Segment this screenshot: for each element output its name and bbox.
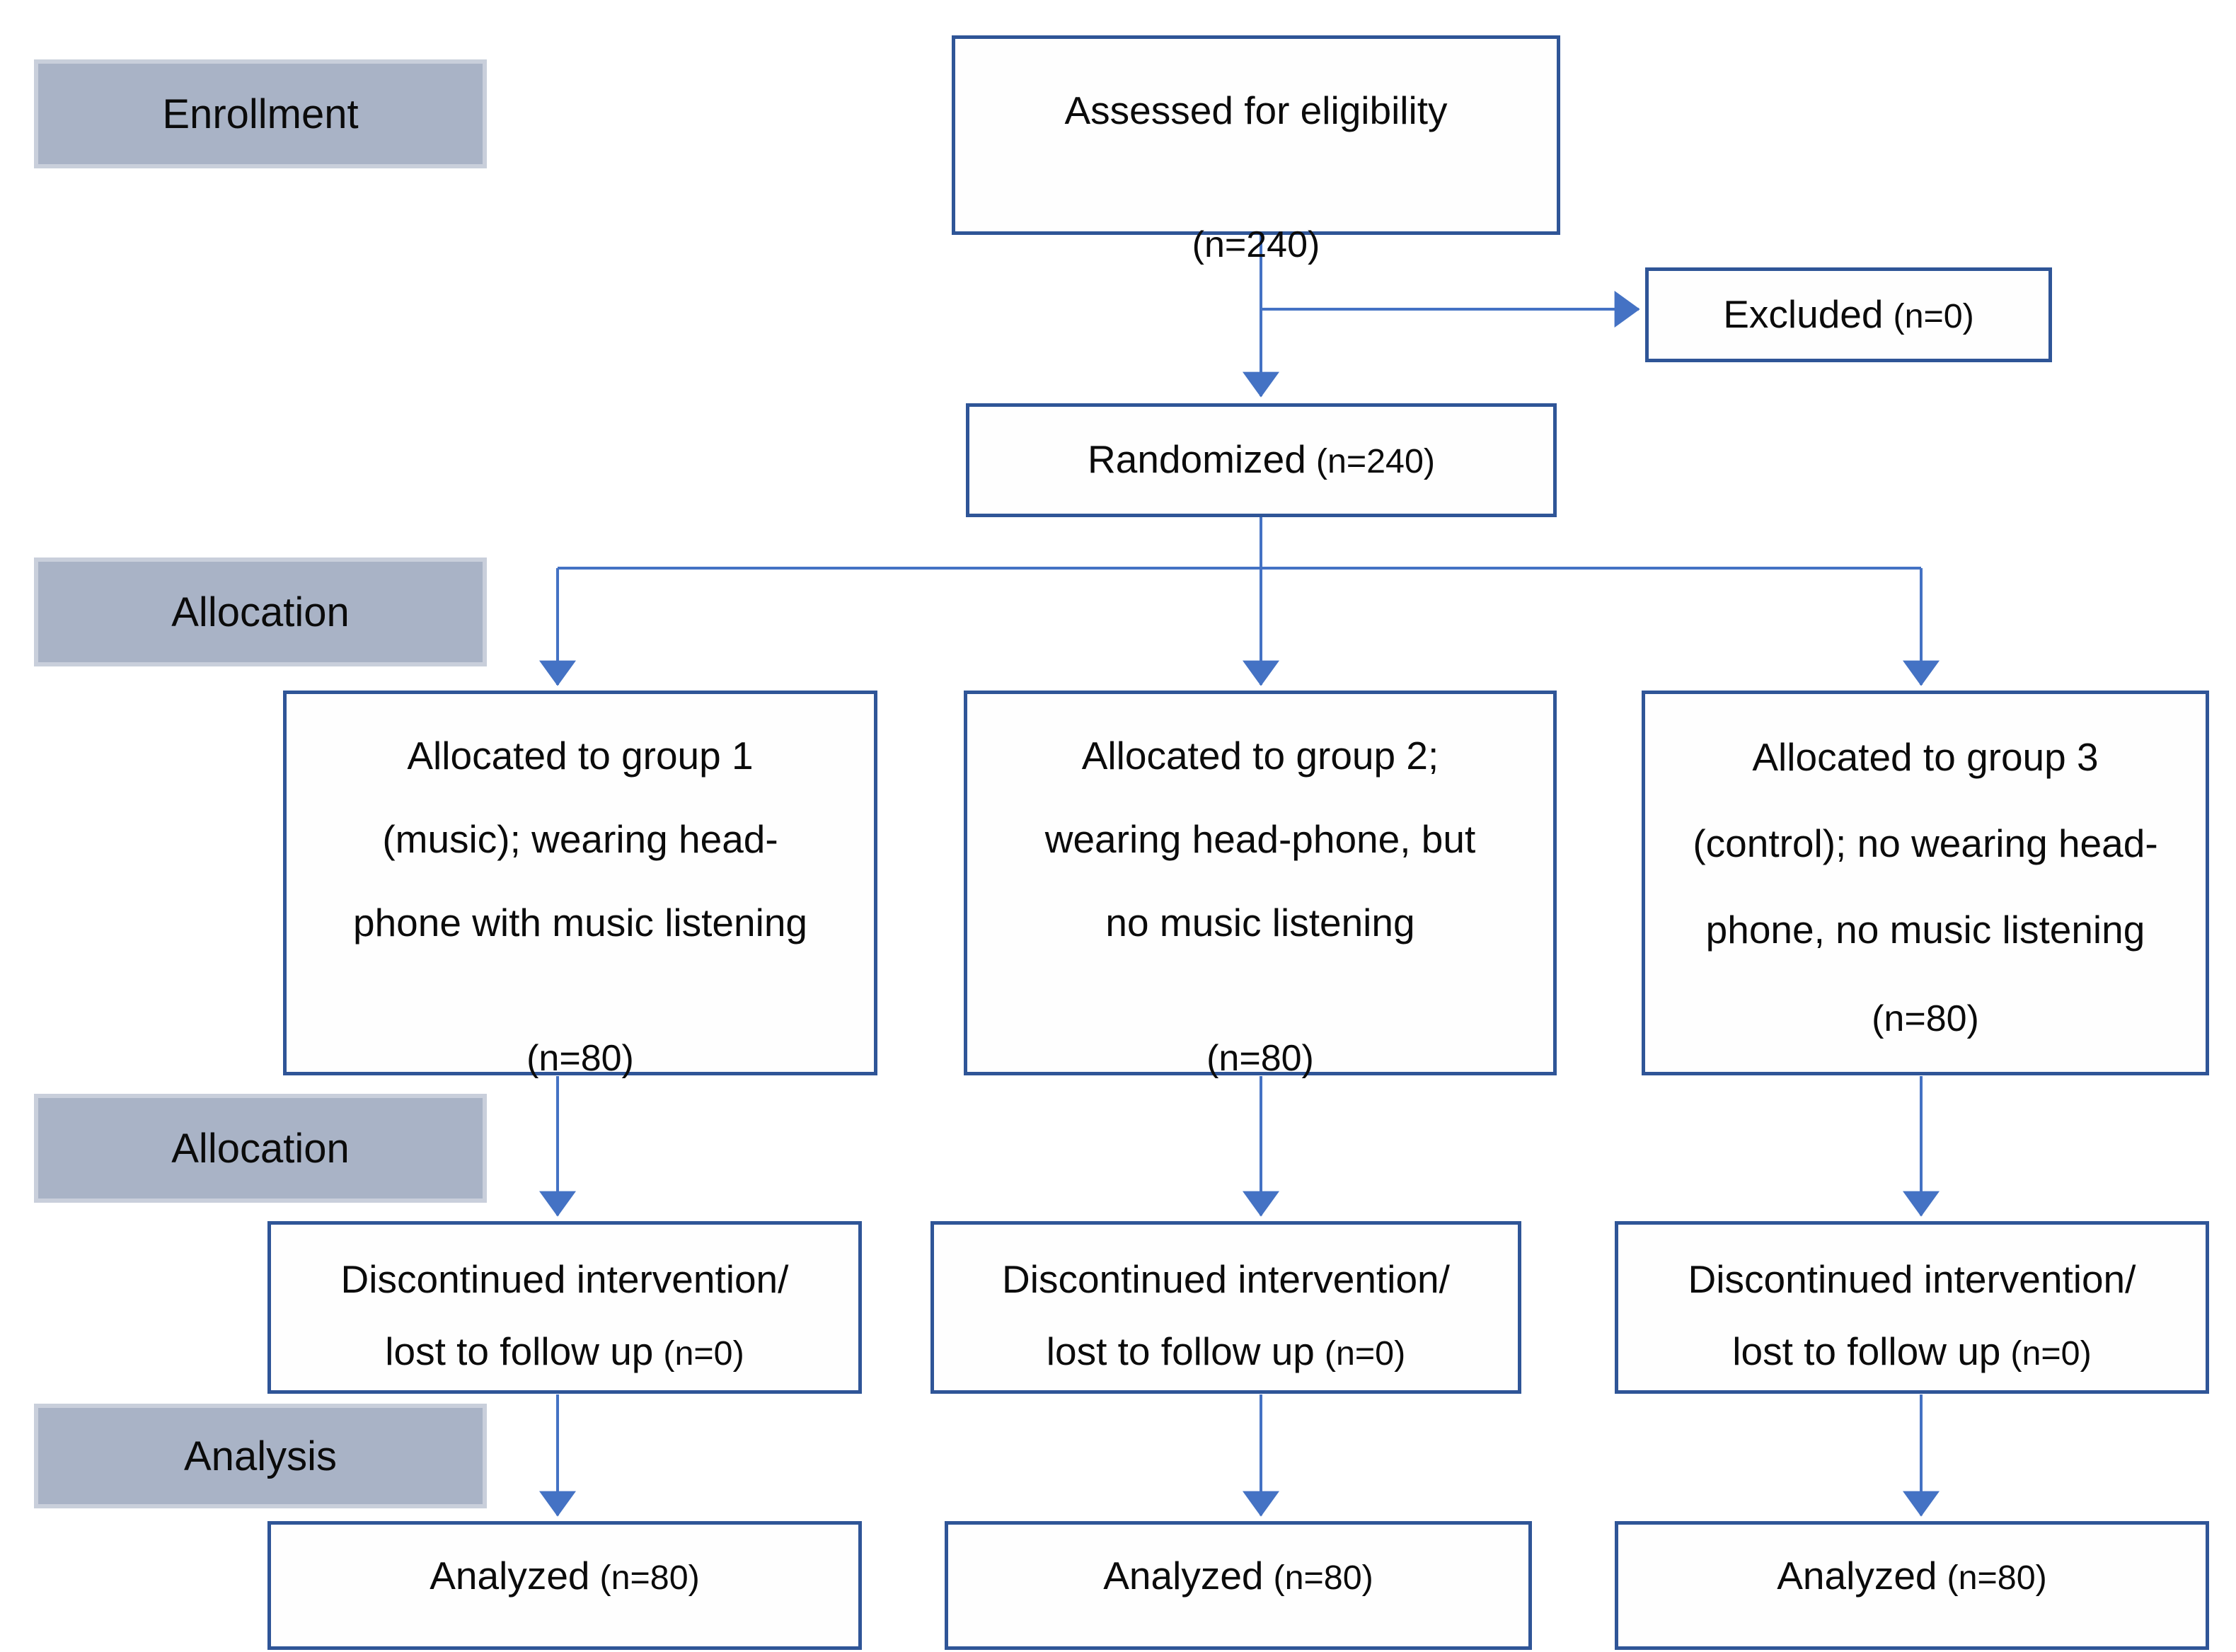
box-label: Excluded	[1723, 291, 1884, 336]
box-n-count: (n=80)	[599, 1558, 700, 1597]
box-text-line: Allocated to group 2;	[1081, 734, 1439, 778]
box-text-line: (music); wearing head-	[382, 817, 778, 861]
box-text-line: lost to follow up(n=0)	[1732, 1315, 2091, 1390]
box-analyzed-group3: Analyzed (n=80)	[1615, 1521, 2209, 1650]
box-text-line: phone with music listening	[352, 901, 807, 945]
box-assessed-eligibility: Assessed for eligibility (n=240)	[952, 35, 1560, 265]
box-text-line: Discontinued intervention/	[340, 1257, 789, 1301]
box-n-count: (n=80)	[1872, 998, 1979, 1039]
box-n-count: (n=0)	[1324, 1334, 1406, 1373]
box-text: Analyzed(n=80)	[1103, 1534, 1373, 1619]
box-text-line: Discontinued intervention/	[1002, 1257, 1450, 1301]
box-n-count: (n=0)	[2010, 1334, 2092, 1373]
box-n-count: (n=80)	[1206, 1038, 1314, 1079]
box-label: Analyzed	[1777, 1553, 1937, 1598]
box-discontinued-group1: Discontinued intervention/ lost to follo…	[267, 1221, 862, 1394]
box-n-count: (n=80)	[1947, 1558, 2047, 1597]
box-text-line: lost to follow up(n=0)	[385, 1315, 744, 1390]
stage-label-analysis: Analysis	[34, 1404, 487, 1508]
box-excluded: Excluded(n=0)	[1645, 267, 2052, 362]
box-allocated-group2: Allocated to group 2; wearing head-phone…	[964, 691, 1557, 1079]
box-n-count: (n=80)	[1273, 1558, 1373, 1597]
box-text-line: Discontinued intervention/	[1688, 1257, 2136, 1301]
stage-label-enrollment: Enrollment	[34, 59, 487, 168]
box-label: Analyzed	[430, 1553, 590, 1598]
box-allocated-group3: Allocated to group 3 (control); no weari…	[1642, 691, 2209, 1075]
box-text-line: phone, no music listening	[1705, 908, 2145, 952]
box-text-line: lost to follow up(n=0)	[1047, 1315, 1405, 1390]
box-text-line: no music listening	[1105, 901, 1415, 945]
box-n-count: (n=80)	[526, 1038, 634, 1079]
box-text-line: wearing head-phone, but	[1044, 817, 1476, 861]
box-n-count: (n=240)	[1315, 442, 1435, 480]
box-discontinued-group3: Discontinued intervention/ lost to follo…	[1615, 1221, 2209, 1394]
box-analyzed-group2: Analyzed(n=80)	[945, 1521, 1532, 1650]
box-text: Randomized(n=240)	[1088, 417, 1435, 503]
stage-label-text: Analysis	[184, 1433, 337, 1479]
box-text: Analyzed (n=80)	[1777, 1534, 2047, 1619]
box-randomized: Randomized(n=240)	[966, 403, 1557, 517]
stage-label-text: Enrollment	[162, 91, 359, 137]
box-n-count: (n=0)	[1893, 296, 1974, 335]
box-discontinued-group2: Discontinued intervention/ lost to follo…	[930, 1221, 1521, 1394]
box-text: Excluded(n=0)	[1723, 272, 1974, 358]
box-label: lost to follow up	[1732, 1329, 2001, 1373]
box-text-line: (control); no wearing head-	[1693, 821, 2158, 865]
stage-label-text: Allocation	[171, 589, 350, 635]
box-label: lost to follow up	[385, 1329, 654, 1373]
box-text: Assessed for eligibility	[1064, 88, 1448, 132]
box-text: Analyzed(n=80)	[430, 1534, 700, 1619]
box-analyzed-group1: Analyzed(n=80)	[267, 1521, 862, 1650]
stage-label-allocation-top: Allocation	[34, 558, 487, 666]
box-n-count: (n=240)	[1192, 224, 1320, 265]
box-allocated-group1: Allocated to group 1 (music); wearing he…	[283, 691, 877, 1079]
box-label: lost to follow up	[1046, 1329, 1315, 1373]
box-text-line: Allocated to group 1	[407, 734, 754, 778]
stage-label-allocation-mid: Allocation	[34, 1094, 487, 1203]
stage-label-text: Allocation	[171, 1125, 350, 1172]
box-label: Analyzed	[1103, 1553, 1264, 1598]
box-label: Randomized	[1088, 437, 1306, 481]
box-n-count: (n=0)	[663, 1334, 744, 1373]
box-text-line: Allocated to group 3	[1752, 735, 2099, 779]
